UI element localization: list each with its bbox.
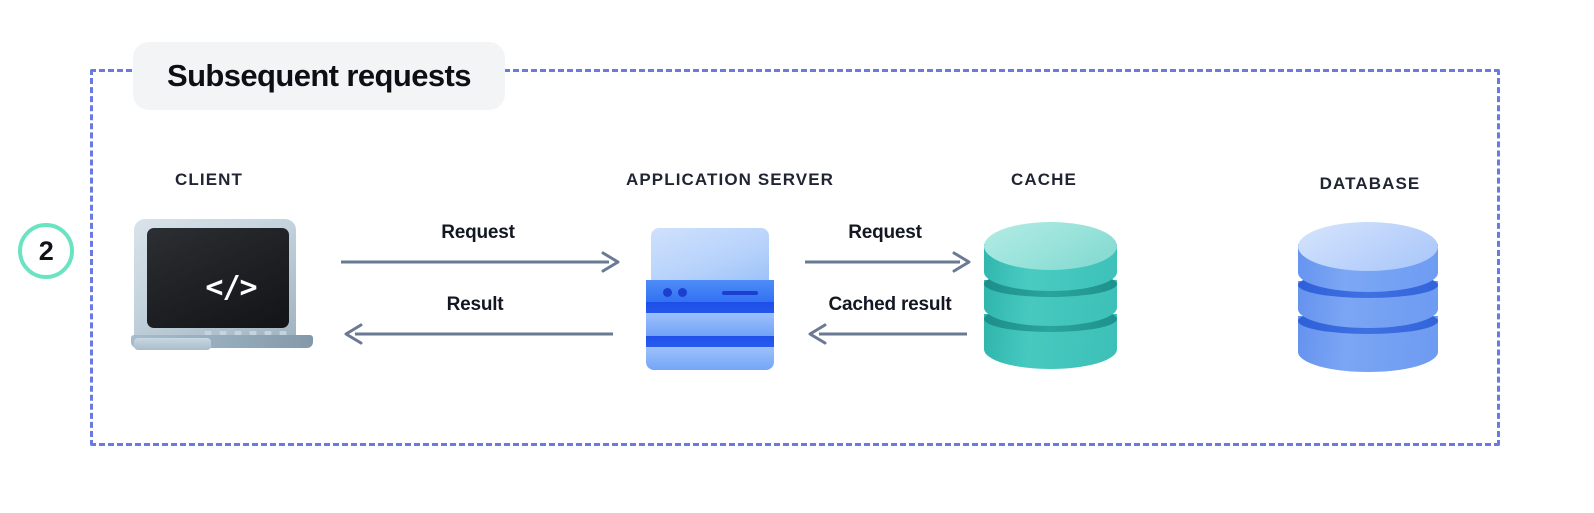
flow-label-request-client-server: Request	[441, 222, 515, 243]
server-top-panel	[651, 228, 769, 282]
server-rack-icon	[646, 228, 774, 370]
node-label-database: DATABASE	[1319, 174, 1421, 193]
node-label-cache: CACHE	[1011, 170, 1077, 189]
server-slot-icon	[722, 291, 758, 295]
diagram-title-pill: Subsequent requests	[133, 42, 505, 110]
laptop-lid: </>	[134, 219, 296, 339]
laptop-screen: </>	[147, 228, 289, 328]
server-band-5	[646, 347, 774, 370]
arrow-left-icon	[808, 323, 967, 345]
step-number-text: 2	[38, 235, 54, 266]
arrow-right-icon	[805, 251, 971, 273]
cache-top-lid	[984, 222, 1117, 270]
arrow-left-icon	[344, 323, 613, 345]
database-cylinder-icon	[1298, 222, 1438, 372]
page-title: Subsequent requests	[167, 58, 471, 93]
step-number-badge: 2	[18, 223, 74, 279]
node-label-app-server: APPLICATION SERVER	[625, 170, 835, 189]
node-label-client: CLIENT	[175, 170, 243, 189]
laptop-code-icon: </>	[131, 219, 313, 357]
arrow-right-icon	[341, 251, 620, 273]
server-led-2-icon	[678, 288, 687, 297]
server-band-4	[646, 336, 774, 348]
flow-label-result: Result	[446, 294, 504, 315]
laptop-base-front	[134, 338, 211, 350]
flow-label-cached-result: Cached result	[828, 294, 952, 315]
server-led-1-icon	[663, 288, 672, 297]
server-band-2	[646, 302, 774, 314]
code-brackets-icon: </>	[205, 270, 257, 305]
cache-cylinder-icon	[984, 222, 1117, 369]
database-top-lid	[1298, 222, 1438, 271]
server-band-3	[646, 313, 774, 337]
flow-label-request-server-cache: Request	[848, 222, 922, 243]
diagram-boundary	[90, 69, 1500, 446]
